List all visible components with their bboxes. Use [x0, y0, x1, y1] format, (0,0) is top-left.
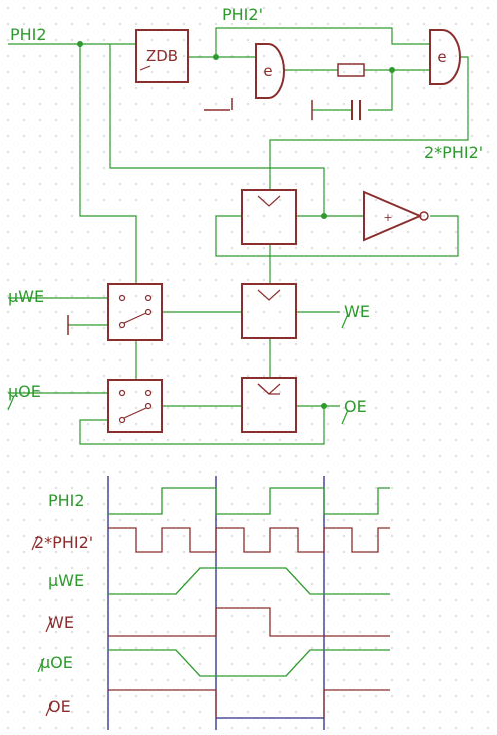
parts [67, 29, 461, 433]
gate-1 [255, 43, 285, 99]
switch-1 [107, 283, 163, 341]
zdb-block [135, 29, 189, 83]
timing-label-oe: OE [48, 697, 71, 716]
timing-inversion-marks [31, 535, 53, 717]
double-phi2-label: 2*PHI2' [424, 143, 483, 162]
timing-dividers [107, 476, 325, 730]
timing-label-we: WE [48, 613, 74, 632]
resistor [337, 63, 365, 77]
timing-label-phi2: PHI2 [48, 491, 85, 510]
wave-uoe [108, 649, 390, 677]
inverter-symbol: + [383, 211, 392, 224]
inverter-bubble [419, 211, 429, 221]
uwe-input-label: μWE [8, 287, 44, 306]
buffer-3 [241, 377, 297, 433]
capacitor [351, 100, 361, 120]
wave-double-phi2 [108, 527, 390, 553]
timing-label-uwe: μWE [48, 571, 84, 590]
buffer-1 [241, 189, 297, 245]
gate-1-symbol: e [263, 62, 272, 80]
wave-uwe [108, 567, 390, 595]
oe-output-label: OE [344, 397, 367, 416]
buffer-2 [241, 283, 297, 339]
wave-oe [108, 689, 390, 718]
wires [8, 27, 469, 445]
junctions [77, 41, 395, 409]
phi2-input-label: PHI2 [10, 25, 47, 44]
uoe-input-label: μOE [8, 382, 41, 401]
gate-2 [429, 29, 461, 85]
timing-label-double-phi2: 2*PHI2' [34, 533, 93, 552]
ground-1 [204, 98, 233, 111]
wave-phi2 [108, 487, 390, 515]
wave-we [108, 607, 390, 637]
inverter [363, 190, 423, 242]
gate-2-symbol: e [437, 48, 446, 66]
timing-label-uoe: μOE [40, 653, 73, 672]
timing-waveforms [108, 487, 390, 718]
switch-2 [107, 379, 163, 433]
schematic-inversion-marks [7, 313, 349, 425]
zdb-label: ZDB [146, 47, 178, 65]
we-output-label: WE [344, 302, 370, 321]
phi2-delayed-label: PHI2' [222, 5, 263, 24]
part-details [118, 65, 281, 424]
